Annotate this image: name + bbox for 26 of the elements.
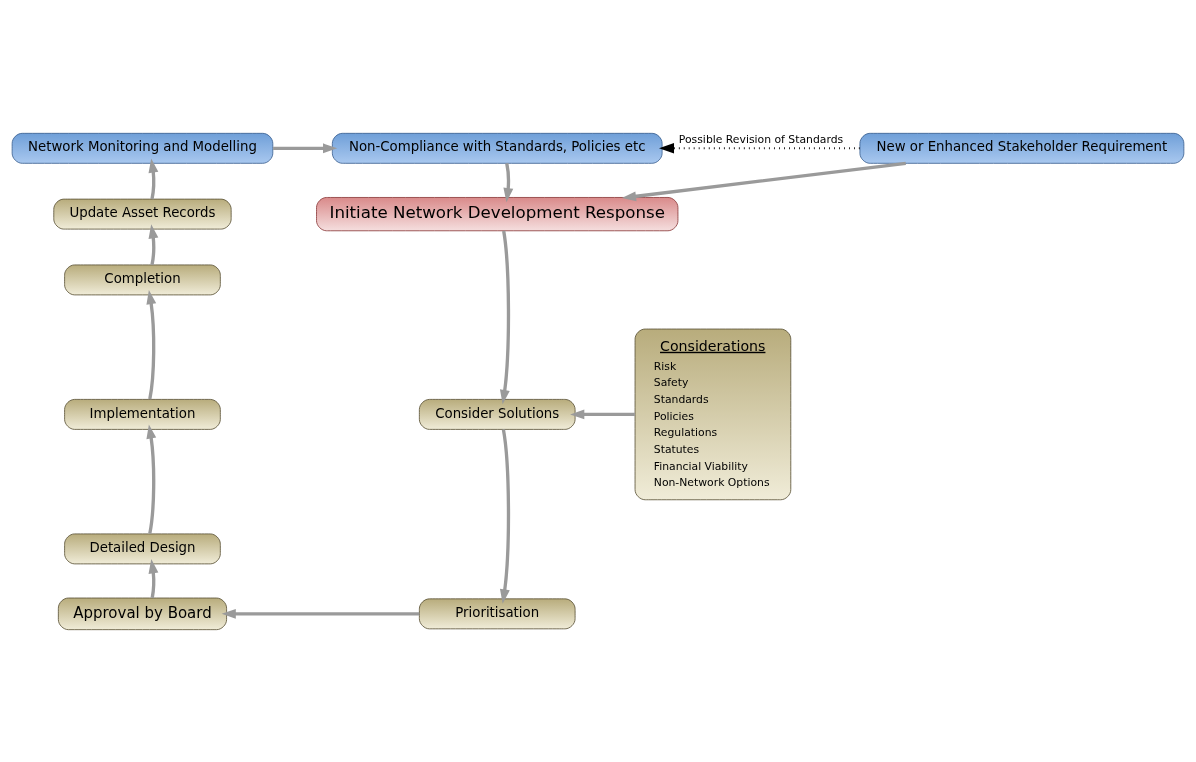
edge-label: Possible Revision of Standards bbox=[678, 132, 844, 146]
arrow bbox=[503, 162, 514, 202]
node-box: Implementation bbox=[64, 398, 221, 430]
arrow bbox=[146, 423, 157, 534]
arrow bbox=[659, 142, 860, 154]
node-box: Update Asset Records bbox=[53, 198, 232, 229]
node-box: Consider Solutions bbox=[418, 398, 576, 430]
node-box: Initiate Network Development Response bbox=[316, 196, 679, 231]
node-box: Network Monitoring and Modelling bbox=[11, 132, 274, 164]
arrow bbox=[570, 408, 635, 419]
node-box: Approval by Board bbox=[57, 597, 227, 630]
node-box: Completion bbox=[64, 264, 221, 295]
arrow bbox=[499, 230, 511, 404]
arrow bbox=[221, 608, 420, 619]
arrow bbox=[148, 558, 159, 598]
arrow bbox=[273, 142, 338, 153]
arrow bbox=[621, 161, 906, 201]
node-box: Detailed Design bbox=[64, 533, 221, 564]
node-box: Prioritisation bbox=[418, 597, 576, 629]
arrow bbox=[499, 428, 511, 604]
node-box: Non-Compliance with Standards, Policies etc bbox=[331, 132, 663, 164]
arrow bbox=[146, 289, 157, 399]
node-box: Considerations Risk Safety Standards Policies Regulations Statutes Financial Viability Non-Network Options bbox=[634, 328, 792, 500]
node-box: New or Enhanced Stakeholder Requirement bbox=[859, 132, 1185, 164]
arrow bbox=[148, 157, 159, 199]
arrow bbox=[148, 223, 159, 265]
